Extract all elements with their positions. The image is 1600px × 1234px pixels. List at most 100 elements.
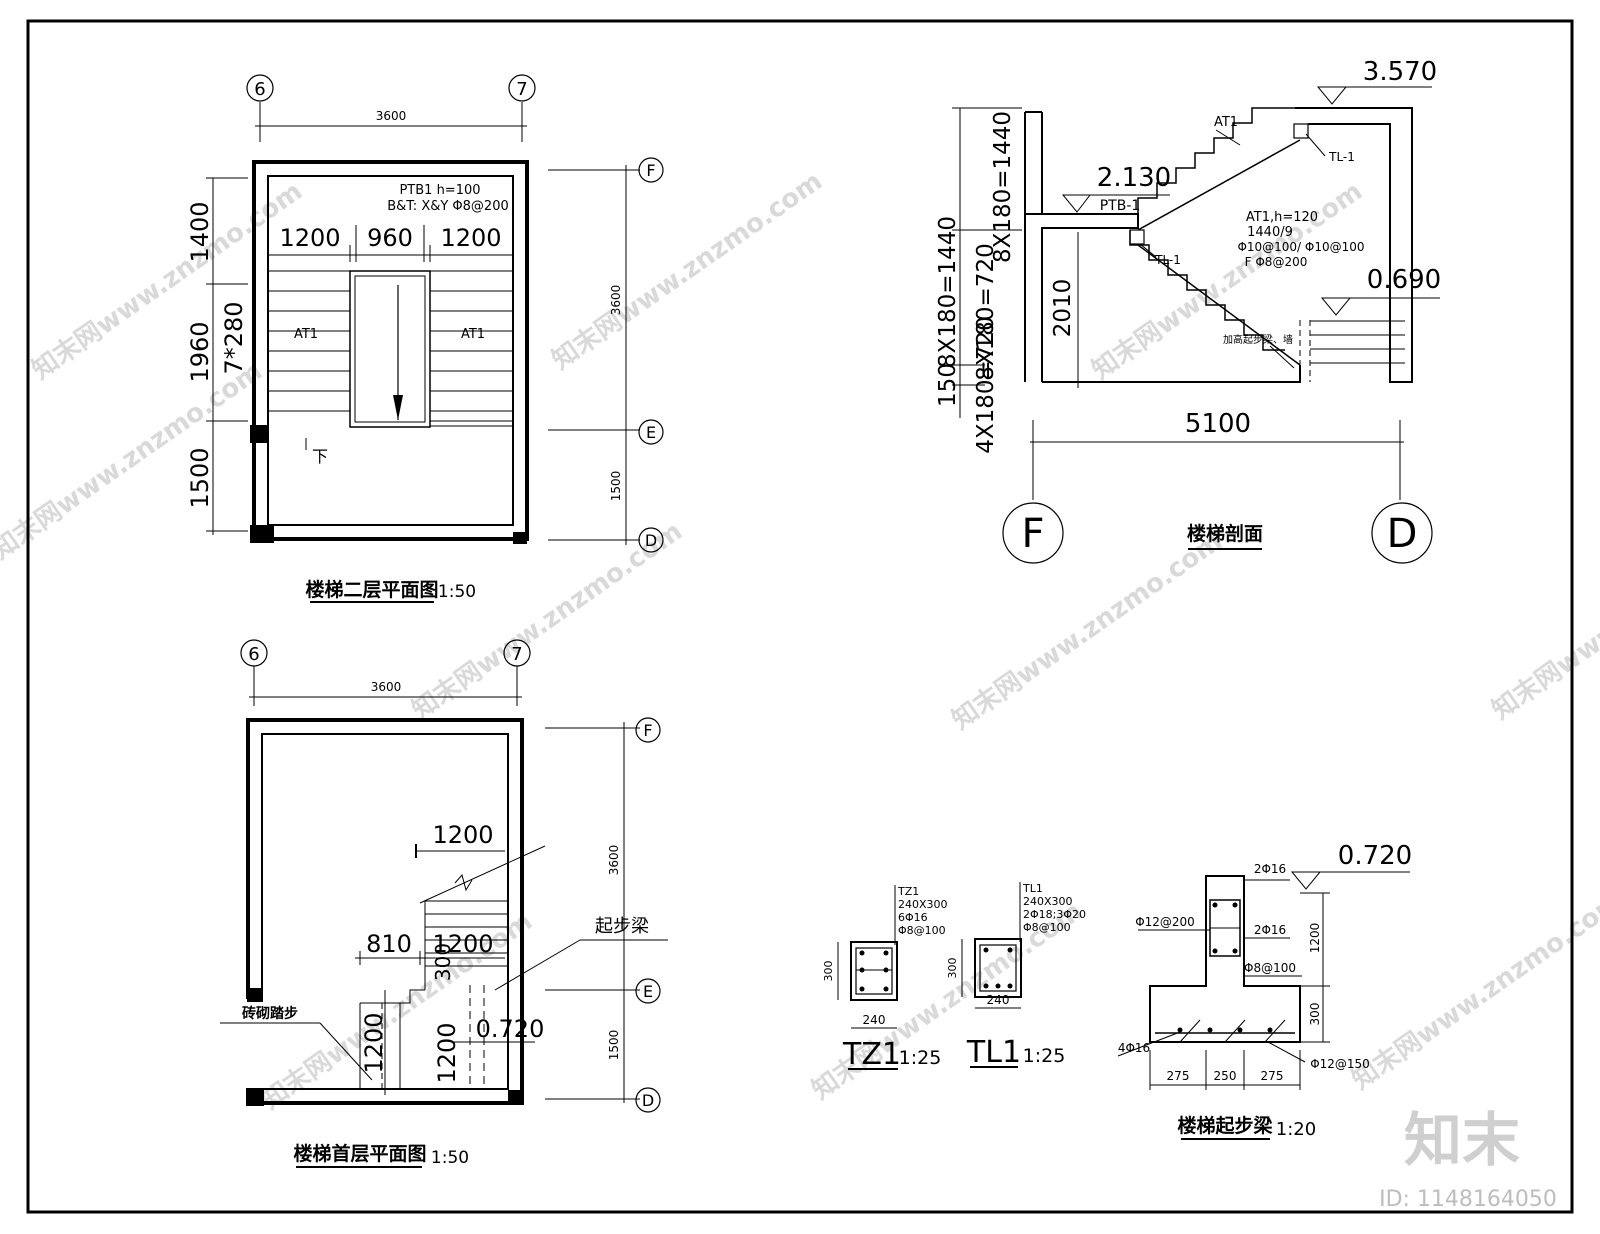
dim-300: 300 — [431, 943, 455, 981]
axis-bubble-D — [635, 1087, 661, 1113]
ptb-label-2: B&T: X&Y Φ8@200 — [387, 199, 509, 214]
axis-label-7: 7 — [511, 644, 522, 665]
watermark-text: 知末网www.znzmo.com — [1347, 886, 1600, 1095]
label-brick-step: 砖砌踏步 — [242, 1005, 298, 1022]
axis-bubble-D — [638, 527, 664, 553]
column — [246, 1088, 264, 1106]
flight-label-right: AT1 — [461, 327, 485, 342]
stair-well — [349, 270, 431, 428]
beam-top-bars: 2Φ16 — [1254, 862, 1286, 876]
note-at1: AT1,h=120 — [1246, 210, 1318, 225]
axis-bubble-E — [635, 978, 661, 1004]
dim-width: 3600 — [376, 109, 407, 123]
column — [513, 532, 527, 544]
dim-4x180-720: 4X180=720 — [973, 316, 999, 453]
watermark-text: 知末网www.znzmo.com — [947, 526, 1228, 735]
stair-ground-flight — [359, 845, 546, 1090]
plan2-title: 楼梯二层平面图 — [305, 578, 438, 601]
stair-flight-left — [268, 270, 350, 412]
tl1-dim-w: 240 — [987, 993, 1010, 1007]
axis-label-D: D — [645, 531, 657, 550]
beam-dim-h2: 300 — [1308, 1003, 1322, 1026]
beam-dim-w3: 275 — [1261, 1069, 1284, 1083]
axis-label-E: E — [643, 982, 653, 1001]
beam-stirrup-b: Φ8@100 — [1244, 961, 1296, 975]
tz1-line2: 240X300 — [898, 898, 948, 911]
beam-bottom-stirrup: Φ12@150 — [1310, 1057, 1370, 1071]
axis-bubble-F — [1002, 502, 1064, 564]
dim-1200-a: 1200 — [360, 1012, 388, 1073]
watermark-id: ID: 1148164050 — [1379, 1187, 1557, 1212]
ptb-label-1: PTB1 h=100 — [399, 183, 480, 198]
tz1-title: TZ1 — [842, 1037, 901, 1072]
plan-ground-floor: 6 7 3600 1200 810 12 — [220, 639, 668, 1168]
column — [250, 425, 268, 443]
tz1-dim-h: 300 — [822, 961, 835, 982]
note-1440: 1440/9 — [1247, 225, 1293, 240]
dim-2010: 2010 — [1050, 279, 1076, 338]
tl1-line1: TL1 — [1022, 882, 1043, 895]
dim-1200-top: 1200 — [432, 821, 493, 849]
dim-810: 810 — [366, 930, 412, 958]
column — [247, 988, 263, 1002]
dim-left-1960: 1960 — [186, 321, 214, 382]
axis-label-F: F — [1021, 511, 1044, 557]
down-label: 下 — [312, 447, 328, 466]
plan1-scale: 1:50 — [431, 1148, 469, 1168]
dim-1200-b: 1200 — [433, 1022, 461, 1083]
flight-label-left: AT1 — [294, 327, 318, 342]
axis-label-F: F — [646, 161, 655, 180]
axis-label-E: E — [646, 423, 656, 442]
axis-bubble-7 — [503, 639, 531, 667]
beam-scale: 1:20 — [1276, 1119, 1316, 1140]
note-raise-wall: 加高起步梁、墙 — [1223, 333, 1293, 346]
label-tl1-bottom: TL-1 — [1154, 253, 1181, 267]
beam-dim-h1: 1200 — [1308, 923, 1322, 954]
dim-right-1500: 1500 — [607, 1030, 621, 1061]
plan-second-floor: 6 7 3600 AT1 AT1 下 P — [186, 74, 664, 603]
detail-tl1: TL1 240X300 2Φ18;3Φ20 Φ8@100 300 240 TL1… — [946, 882, 1086, 1070]
tz1-line3: 6Φ16 — [898, 911, 928, 924]
detail-tz1: TZ1 240X300 6Φ16 Φ8@100 300 240 TZ1 1:25 — [822, 885, 948, 1072]
axis-bubble-F — [638, 157, 664, 183]
axis-label-6: 6 — [248, 644, 259, 665]
dim-5100: 5100 — [1185, 409, 1251, 439]
label-starting-beam: 起步梁 — [595, 916, 649, 937]
label-at1: AT1 — [1214, 115, 1238, 130]
tl1-line3: 2Φ18;3Φ20 — [1023, 908, 1086, 921]
watermark-text: 知末网www.znzmo.com — [547, 166, 828, 375]
stair-flight-right — [430, 270, 513, 427]
dim-8x180-720: 8X180=720 — [973, 243, 999, 380]
watermark-text: 知末网www.znzmo.com — [27, 176, 308, 385]
label-ptb1: PTB-1 — [1100, 198, 1141, 214]
label-tl1-top: TL-1 — [1328, 150, 1355, 164]
dim-right-3600: 3600 — [609, 285, 623, 316]
axis-bubble-6 — [246, 74, 274, 102]
beam-title: 楼梯起步梁 — [1177, 1114, 1273, 1137]
axis-bubble-E — [638, 419, 664, 445]
tz1-dim-w: 240 — [863, 1013, 886, 1027]
dim-right-3600: 3600 — [607, 845, 621, 876]
dim-left-7x280: 7*280 — [220, 301, 248, 374]
tl1-dim-h: 300 — [946, 958, 959, 979]
dim-8x180-upper-right: 8X180=1440 — [990, 111, 1016, 263]
beam-mid-bars: 2Φ16 — [1254, 923, 1286, 937]
dim-1200-mid: 1200 — [432, 930, 493, 958]
axis-label-F: F — [643, 721, 652, 740]
tl1-line4: Φ8@100 — [1023, 921, 1071, 934]
tl1-title: TL1 — [966, 1035, 1021, 1070]
dim-8x180-upper-left: 8X180=1440 — [935, 216, 961, 368]
watermark-text: 知末网www.znzmo.com — [1487, 516, 1600, 725]
detail-starting-beam: 0.720 2Φ16 2Φ16 Φ12@200 Φ8@100 4Φ16 Φ12@… — [1117, 841, 1412, 1140]
axis-label-D: D — [1387, 511, 1418, 557]
dim-inner-3: 1200 — [440, 224, 501, 252]
dim-inner-1: 1200 — [279, 224, 340, 252]
tz1-scale: 1:25 — [899, 1047, 942, 1069]
dim-left-1500: 1500 — [186, 447, 214, 508]
sheet-border — [26, 19, 1574, 1214]
tl1-line2: 240X300 — [1023, 895, 1073, 908]
note-f: F Φ8@200 — [1245, 255, 1308, 269]
beam-stirrup-a: Φ12@200 — [1135, 915, 1195, 929]
plan1-title: 楼梯首层平面图 — [293, 1142, 426, 1165]
beam-dim-w2: 250 — [1214, 1069, 1237, 1083]
